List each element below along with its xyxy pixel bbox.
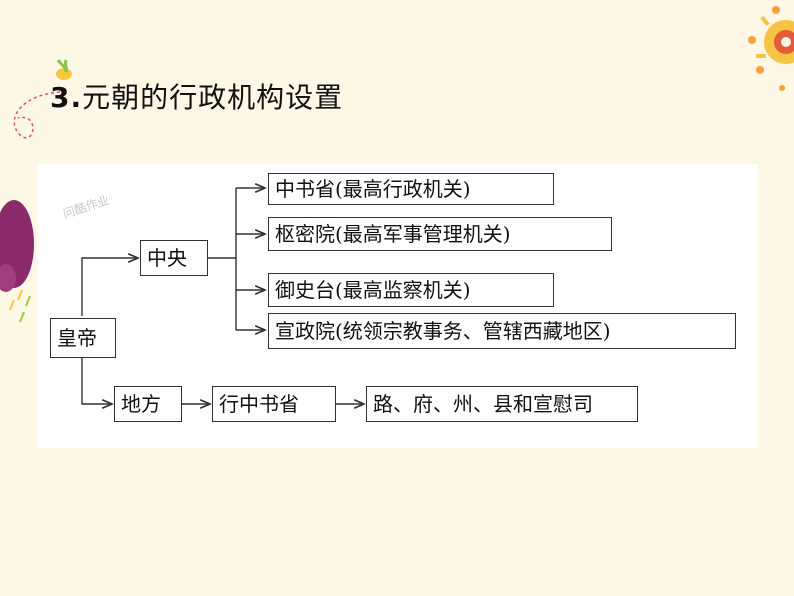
node-emperor: 皇帝 — [50, 318, 116, 358]
node-zhongshusheng: 中书省(最高行政机关) — [268, 173, 554, 205]
node-lufuzhouxian: 路、府、州、县和宣慰司 — [366, 386, 638, 422]
node-xuanzhengyuan: 宣政院(统领宗教事务、管辖西藏地区) — [268, 313, 736, 349]
title-text: 元朝的行政机构设置 — [82, 81, 344, 114]
node-shumiyuan: 枢密院(最高军事管理机关) — [268, 217, 612, 251]
node-yushitai: 御史台(最高监察机关) — [268, 273, 554, 307]
node-xingzhongshusheng: 行中书省 — [212, 386, 336, 422]
page-title: 3.元朝的行政机构设置 — [50, 76, 343, 116]
node-central: 中央 — [140, 240, 208, 276]
node-local: 地方 — [114, 386, 182, 422]
title-number: 3. — [50, 81, 83, 114]
